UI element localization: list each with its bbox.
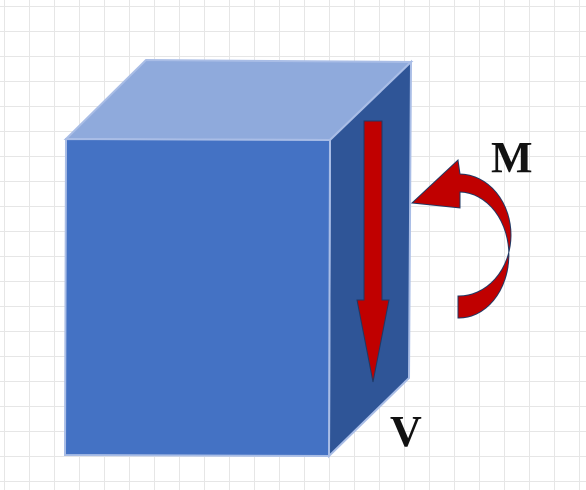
moment-label: M — [491, 133, 533, 182]
down-arrow-icon — [356, 120, 390, 383]
curved-arrow-icon — [410, 158, 512, 319]
cube-front-face — [63, 137, 332, 458]
shear-label: V — [390, 407, 422, 456]
